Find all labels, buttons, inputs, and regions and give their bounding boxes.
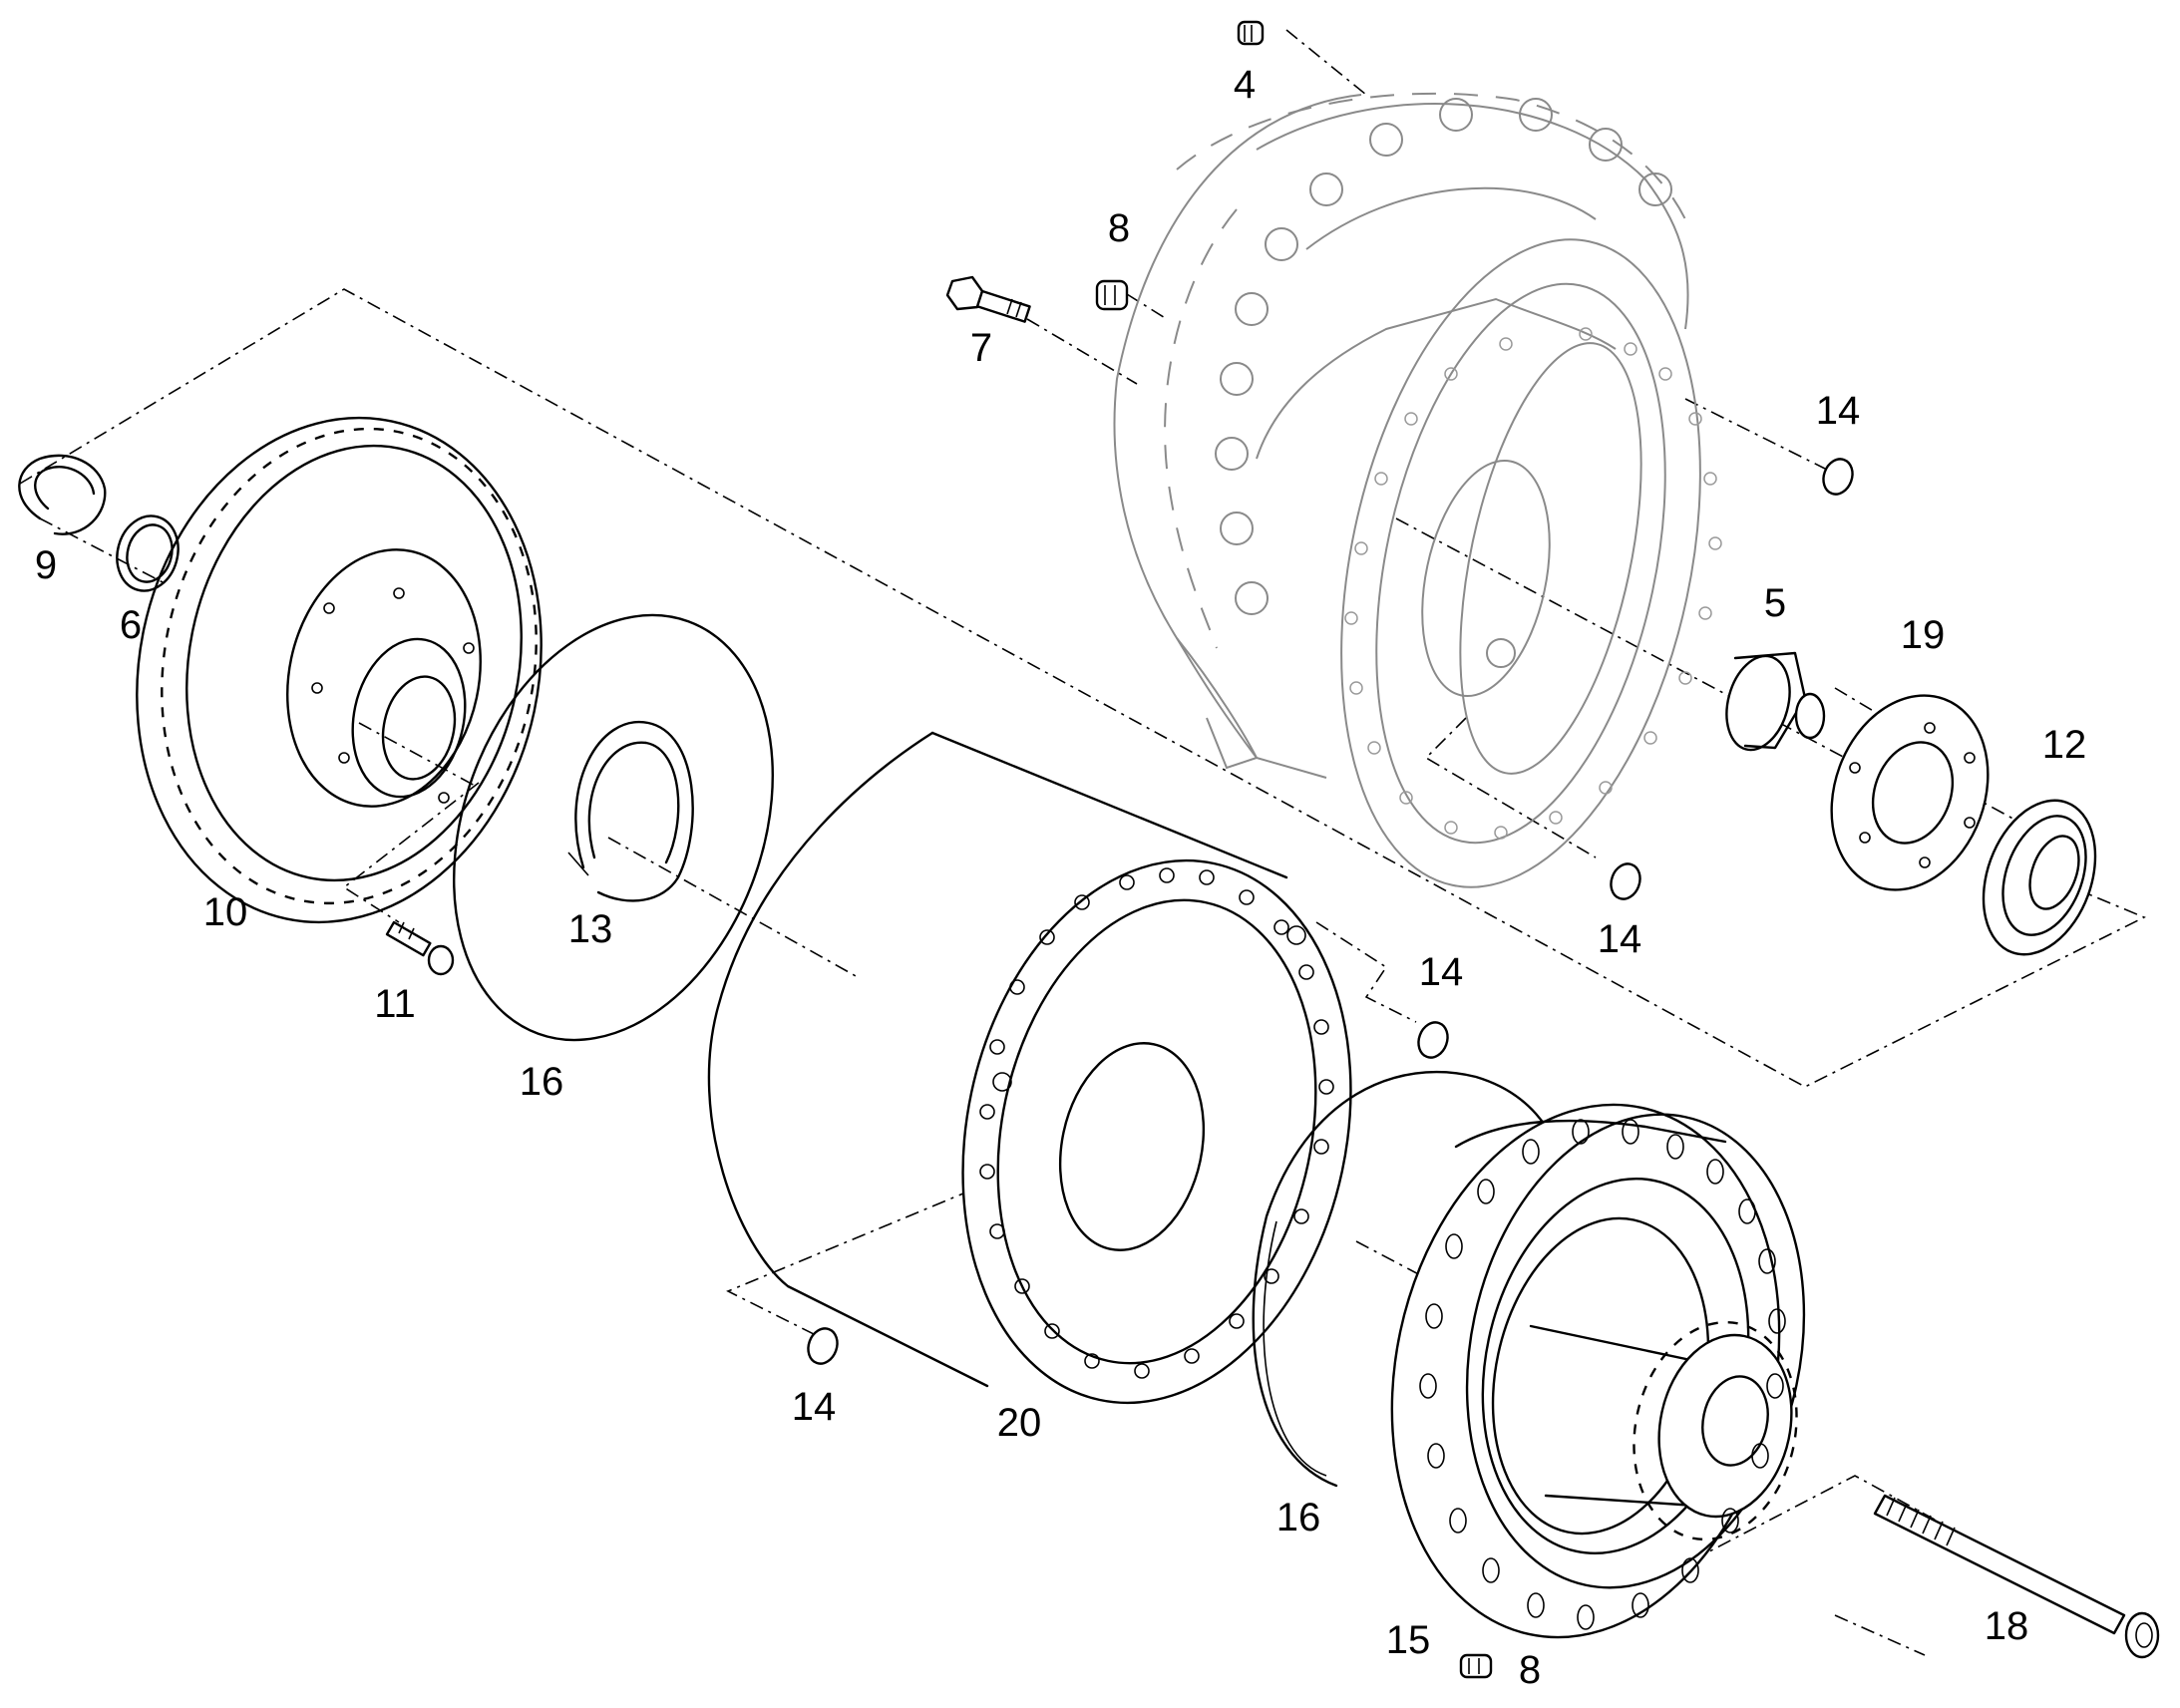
label-part-4: 4 — [1234, 63, 1256, 107]
plug-8-top — [1095, 279, 1129, 311]
snap-ring-9 — [18, 454, 107, 535]
o-ring-14-a — [1822, 458, 1854, 496]
snap-ring-13 — [567, 720, 694, 902]
label-part-12: 12 — [2042, 723, 2087, 767]
final-drive-housing — [1113, 92, 1722, 888]
screw-11 — [385, 920, 455, 976]
label-part-6: 6 — [120, 603, 142, 647]
label-part-14-c: 14 — [1419, 950, 1464, 994]
label-part-5: 5 — [1764, 581, 1786, 625]
label-part-8-bottom: 8 — [1519, 1648, 1541, 1692]
label-part-11: 11 — [374, 982, 416, 1026]
o-ring-14-d — [807, 1327, 839, 1365]
snap-ring-6 — [116, 514, 180, 592]
label-part-19: 19 — [1901, 613, 1946, 657]
label-part-7: 7 — [970, 326, 992, 370]
label-part-14-a: 14 — [1816, 389, 1861, 433]
hub-15 — [1390, 1103, 1806, 1639]
gear-10 — [136, 416, 543, 924]
bearing-12 — [1982, 799, 2097, 956]
o-ring-16-left — [453, 613, 774, 1042]
washer-19 — [1830, 694, 1990, 891]
plug-4 — [1237, 20, 1265, 46]
label-part-16-right: 16 — [1276, 1496, 1321, 1539]
o-ring-16-right — [1252, 1070, 1568, 1488]
label-part-10: 10 — [203, 890, 248, 934]
label-part-15: 15 — [1386, 1618, 1431, 1662]
label-part-14-d: 14 — [792, 1385, 837, 1429]
o-ring-14-b — [1610, 862, 1641, 900]
label-part-9: 9 — [35, 543, 57, 587]
drum-20 — [707, 731, 1352, 1405]
stub-5 — [1725, 651, 1826, 752]
label-part-20: 20 — [997, 1401, 1042, 1445]
label-part-13: 13 — [568, 907, 613, 951]
bolt-7 — [945, 275, 1031, 323]
label-part-18: 18 — [1985, 1604, 2029, 1648]
label-part-8-top: 8 — [1108, 206, 1130, 250]
bolt-18 — [1873, 1494, 2160, 1659]
part-number-labels: 4 8 7 14 9 6 5 19 12 10 13 14 11 14 16 1… — [35, 63, 2086, 1692]
o-ring-14-c — [1417, 1021, 1449, 1059]
label-part-14-b: 14 — [1598, 917, 1642, 961]
o-rings-14 — [807, 458, 1854, 1365]
plug-8-bottom — [1459, 1653, 1493, 1679]
leader-lines — [19, 29, 2146, 1656]
label-part-16-left: 16 — [520, 1060, 564, 1104]
